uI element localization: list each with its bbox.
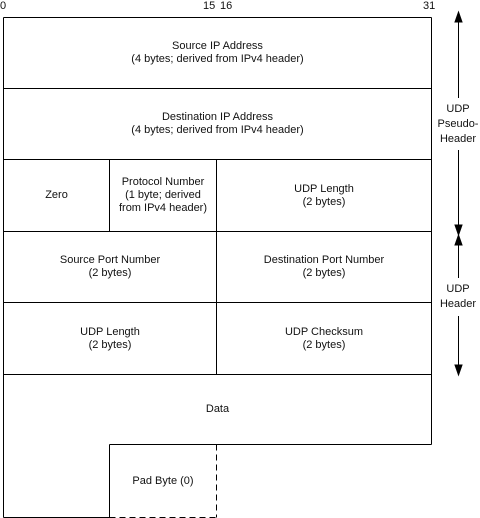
protocol-line-3: from IPv4 header): [118, 202, 208, 214]
destination-port-field: Destination Port Number (2 bytes): [217, 232, 431, 302]
dest-port-detail: (2 bytes): [302, 267, 346, 279]
dest-ip-detail: (4 bytes; derived from IPv4 header): [131, 124, 304, 136]
bit-label-15: 15: [203, 0, 216, 12]
zero-title: Zero: [45, 189, 68, 201]
source-ip-detail: (4 bytes; derived from IPv4 header): [131, 53, 304, 65]
dest-port-title: Destination Port Number: [263, 254, 385, 266]
pseudo-label-line-2: Pseudo-: [437, 118, 479, 130]
pseudo-udp-length-field: UDP Length (2 bytes): [217, 160, 431, 231]
pseudo-arrowhead-down: [454, 224, 463, 237]
udp-pseudo-header-label: UDP Pseudo- Header: [436, 102, 480, 147]
data-title: Data: [205, 403, 230, 415]
protocol-line-1: Protocol Number: [121, 176, 205, 188]
bit-label-16: 16: [220, 0, 233, 12]
udp-length-title: UDP Length: [80, 325, 140, 338]
data-field: Data: [4, 375, 431, 444]
udp-header-label: UDP Header: [436, 282, 480, 312]
dest-ip-title: Destination IP Address: [161, 111, 274, 123]
bit-label-31: 31: [423, 0, 436, 12]
udp-checksum-title: UDP Checksum: [284, 325, 364, 338]
protocol-number-field: Protocol Number (1 byte; derived from IP…: [110, 160, 216, 231]
source-ip-title: Source IP Address: [172, 40, 263, 52]
source-port-title: Source Port Number: [59, 254, 161, 266]
udp-checksum-field: UDP Checksum (2 bytes): [217, 303, 431, 374]
source-port-field: Source Port Number (2 bytes): [4, 232, 216, 302]
pseudo-udp-length-title: UDP Length: [294, 182, 354, 195]
header-label-line-1: UDP: [446, 283, 470, 295]
udp-length-detail: (2 bytes): [88, 338, 132, 351]
pseudo-label-line-3: Header: [439, 133, 477, 145]
udp-checksum-detail: (2 bytes): [302, 338, 346, 351]
header-arrowhead-up: [454, 233, 463, 246]
udp-length-field: UDP Length (2 bytes): [4, 303, 216, 374]
header-arrowhead-down: [454, 364, 463, 377]
pseudo-arrowhead-up: [454, 10, 463, 23]
source-ip-address-field: Source IP Address (4 bytes; derived from…: [4, 18, 431, 88]
pad-byte-title: Pad Byte (0): [132, 474, 194, 487]
bit-label-0: 0: [0, 0, 7, 12]
protocol-line-2: (1 byte; derived: [125, 189, 201, 201]
pseudo-label-line-1: UDP: [446, 103, 470, 115]
header-label-line-2: Header: [439, 298, 477, 310]
zero-field: Zero: [4, 160, 109, 231]
pseudo-udp-length-detail: (2 bytes): [302, 195, 346, 208]
source-port-detail: (2 bytes): [88, 267, 132, 279]
destination-ip-address-field: Destination IP Address (4 bytes; derived…: [4, 89, 431, 159]
pad-byte-field: Pad Byte (0): [110, 445, 216, 517]
